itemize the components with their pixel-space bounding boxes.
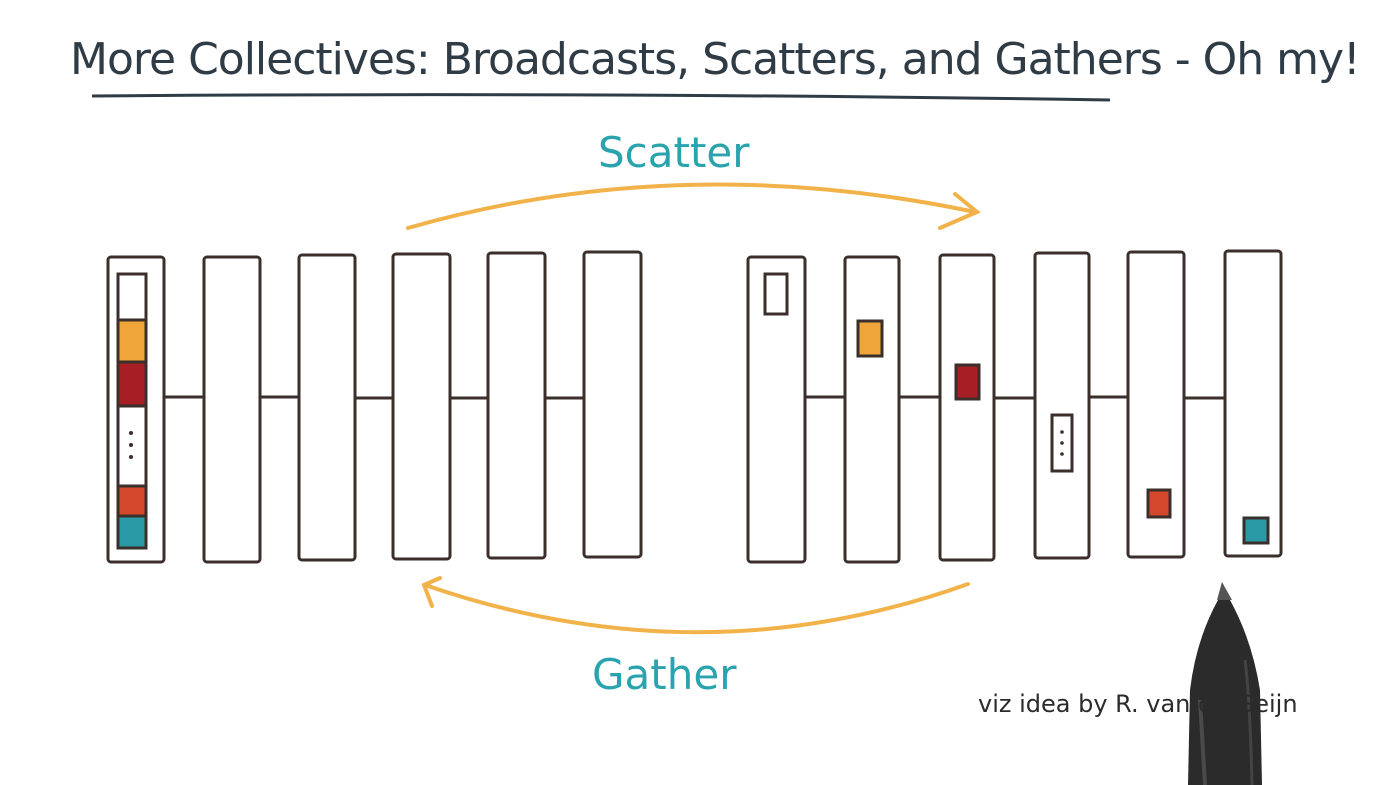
- right-node-2: [938, 253, 996, 562]
- gather-label: Gather: [592, 650, 737, 699]
- left-block-teal: [116, 514, 148, 550]
- right-block-red: [1146, 488, 1172, 519]
- scatter-arrow: [406, 182, 981, 230]
- right-block-white: [763, 272, 789, 316]
- right-node-3: [1033, 251, 1091, 560]
- credit-text: viz idea by R. van de Geijn: [978, 690, 1298, 718]
- right-block-darkred: [954, 363, 981, 401]
- title-underline: [91, 93, 1111, 102]
- right-network-links: [805, 395, 1225, 400]
- right-block-teal: [1242, 516, 1270, 545]
- left-node-2: [297, 253, 357, 562]
- left-ellipsis-dots: [129, 431, 133, 459]
- left-block-white: [116, 272, 148, 322]
- left-block-darkred: [116, 360, 148, 408]
- left-network-links: [164, 395, 584, 400]
- gather-arrow: [421, 576, 970, 635]
- scatter-label: Scatter: [598, 128, 750, 177]
- right-block-orange: [856, 319, 884, 358]
- right-node-5: [1223, 249, 1283, 558]
- left-block-red: [116, 484, 148, 518]
- left-node-3: [391, 252, 452, 561]
- left-node-4: [486, 251, 547, 560]
- right-ellipsis-dots: [1060, 430, 1064, 456]
- right-node-1: [843, 255, 901, 564]
- right-node-0: [746, 255, 807, 564]
- pen-stylus-icon: [1188, 582, 1262, 785]
- left-node-1: [202, 255, 262, 564]
- left-block-orange: [116, 318, 148, 364]
- left-node-5: [582, 250, 643, 559]
- right-node-4: [1126, 250, 1186, 559]
